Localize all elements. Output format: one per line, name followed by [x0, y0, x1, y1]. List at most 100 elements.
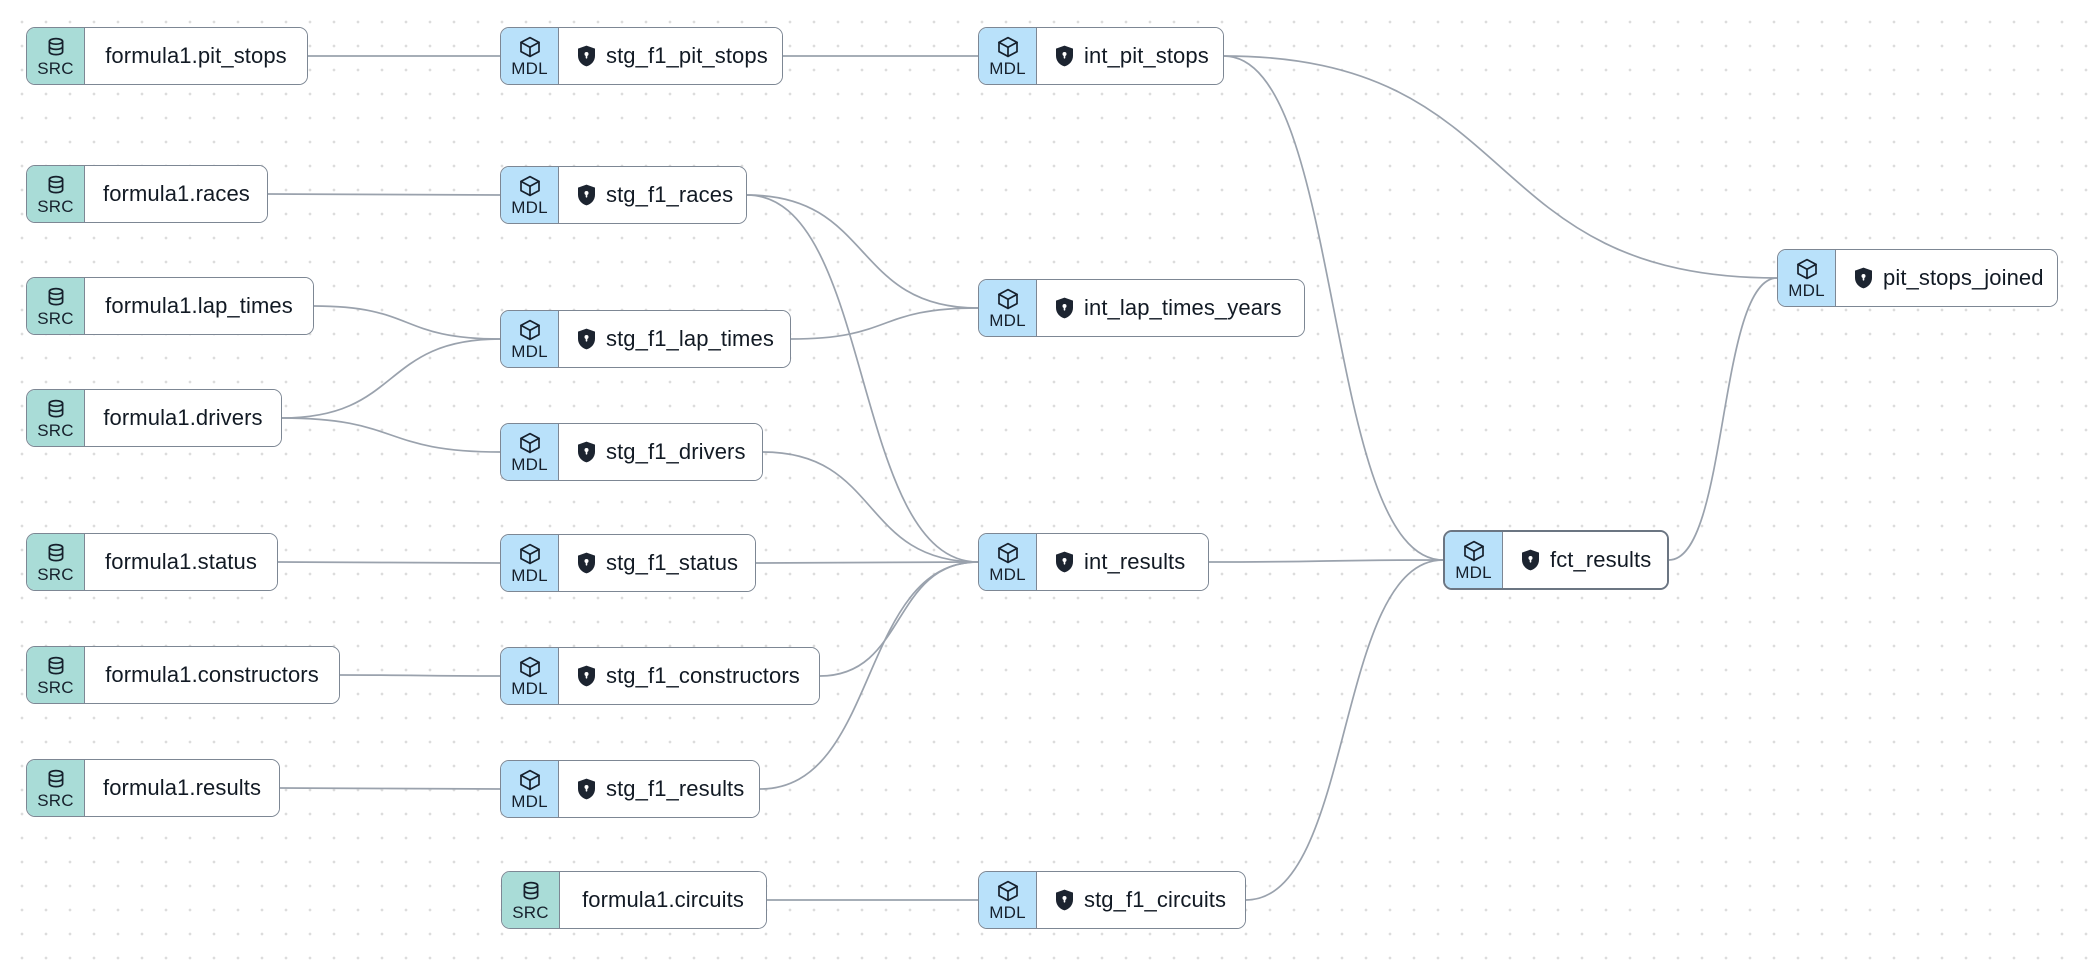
node-body: formula1.races: [85, 166, 267, 222]
node-type-badge-source: SRC: [27, 278, 85, 334]
node-badge-label: MDL: [511, 58, 548, 78]
cube-icon: [518, 655, 542, 679]
cube-icon: [996, 879, 1020, 903]
shield-lock-icon: [577, 328, 596, 350]
graph-node-stg_results[interactable]: MDL stg_f1_results: [500, 760, 760, 818]
node-body: formula1.pit_stops: [85, 28, 307, 84]
node-body: int_lap_times_years: [1037, 280, 1304, 336]
node-label: formula1.results: [103, 775, 262, 800]
node-type-badge-model: MDL: [501, 648, 559, 704]
graph-node-src_drivers[interactable]: SRC formula1.drivers: [26, 389, 282, 447]
graph-node-src_constructors[interactable]: SRC formula1.constructors: [26, 646, 340, 704]
graph-node-src_status[interactable]: SRC formula1.status: [26, 533, 278, 591]
shield-lock-icon: [1521, 549, 1540, 571]
graph-edge-src_results-to-stg_results: [279, 787, 501, 790]
node-type-badge-model: MDL: [501, 28, 559, 84]
graph-node-stg_drivers[interactable]: MDL stg_f1_drivers: [500, 423, 763, 481]
node-body: stg_f1_results: [559, 761, 759, 817]
database-icon: [519, 879, 543, 903]
graph-node-pit_stops_joined[interactable]: MDL pit_stops_joined: [1777, 249, 2058, 307]
shield-lock-icon: [1055, 551, 1074, 573]
node-type-badge-source: SRC: [502, 872, 560, 928]
node-badge-label: MDL: [989, 564, 1026, 584]
node-badge-label: SRC: [37, 196, 74, 216]
node-type-badge-source: SRC: [27, 390, 85, 446]
shield-lock-icon: [1854, 267, 1873, 289]
node-type-badge-source: SRC: [27, 534, 85, 590]
node-label: formula1.races: [103, 181, 250, 206]
node-badge-label: SRC: [37, 677, 74, 697]
graph-node-src_races[interactable]: SRC formula1.races: [26, 165, 268, 223]
node-body: formula1.circuits: [560, 872, 766, 928]
shield-lock-icon: [1055, 297, 1074, 319]
graph-node-stg_races[interactable]: MDL stg_f1_races: [500, 166, 747, 224]
shield-lock-icon: [577, 184, 596, 206]
cube-icon: [996, 541, 1020, 565]
node-body: formula1.constructors: [85, 647, 339, 703]
node-badge-label: SRC: [37, 564, 74, 584]
graph-node-int_results[interactable]: MDL int_results: [978, 533, 1209, 591]
cube-icon: [1795, 257, 1819, 281]
cube-icon: [996, 287, 1020, 311]
database-icon: [44, 35, 68, 59]
node-badge-label: MDL: [511, 791, 548, 811]
node-type-badge-model: MDL: [1445, 532, 1503, 588]
node-type-badge-source: SRC: [27, 28, 85, 84]
graph-edge-int_results-to-fct_results: [1208, 559, 1444, 563]
shield-lock-icon: [1055, 889, 1074, 911]
cube-icon: [518, 542, 542, 566]
node-type-badge-model: MDL: [979, 28, 1037, 84]
cube-icon: [518, 35, 542, 59]
node-badge-label: MDL: [1788, 280, 1825, 300]
node-label: stg_f1_races: [606, 182, 734, 207]
node-badge-label: MDL: [989, 58, 1026, 78]
node-label: stg_f1_results: [606, 776, 745, 801]
database-icon: [44, 397, 68, 421]
node-label: int_results: [1084, 549, 1186, 574]
node-body: stg_f1_constructors: [559, 648, 819, 704]
graph-edge-src_races-to-stg_races: [267, 193, 501, 196]
cube-icon: [518, 431, 542, 455]
node-label: pit_stops_joined: [1883, 265, 2044, 290]
node-badge-label: MDL: [511, 341, 548, 361]
node-badge-label: MDL: [511, 197, 548, 217]
shield-lock-icon: [577, 778, 596, 800]
graph-edge-stg_circuits-to-fct_results: [1245, 559, 1444, 901]
node-type-badge-source: SRC: [27, 166, 85, 222]
node-body: stg_f1_drivers: [559, 424, 762, 480]
shield-lock-icon: [577, 441, 596, 463]
node-body: formula1.drivers: [85, 390, 281, 446]
node-badge-label: MDL: [989, 902, 1026, 922]
node-body: stg_f1_pit_stops: [559, 28, 782, 84]
cube-icon: [996, 35, 1020, 59]
database-icon: [44, 767, 68, 791]
node-label: formula1.status: [105, 549, 257, 574]
graph-edge-src_drivers-to-stg_lap_times: [281, 338, 501, 419]
node-badge-label: MDL: [511, 565, 548, 585]
node-body: pit_stops_joined: [1836, 250, 2057, 306]
node-body: stg_f1_races: [559, 167, 746, 223]
graph-node-stg_pit_stops[interactable]: MDL stg_f1_pit_stops: [500, 27, 783, 85]
node-label: stg_f1_constructors: [606, 663, 800, 688]
node-label: formula1.drivers: [103, 405, 263, 430]
node-label: stg_f1_drivers: [606, 439, 746, 464]
node-type-badge-model: MDL: [501, 424, 559, 480]
node-type-badge-model: MDL: [501, 311, 559, 367]
node-label: int_lap_times_years: [1084, 295, 1282, 320]
graph-node-stg_constructors[interactable]: MDL stg_f1_constructors: [500, 647, 820, 705]
database-icon: [44, 654, 68, 678]
node-type-badge-source: SRC: [27, 647, 85, 703]
shield-lock-icon: [1055, 45, 1074, 67]
graph-edge-stg_constructors-to-int_results: [819, 561, 979, 677]
